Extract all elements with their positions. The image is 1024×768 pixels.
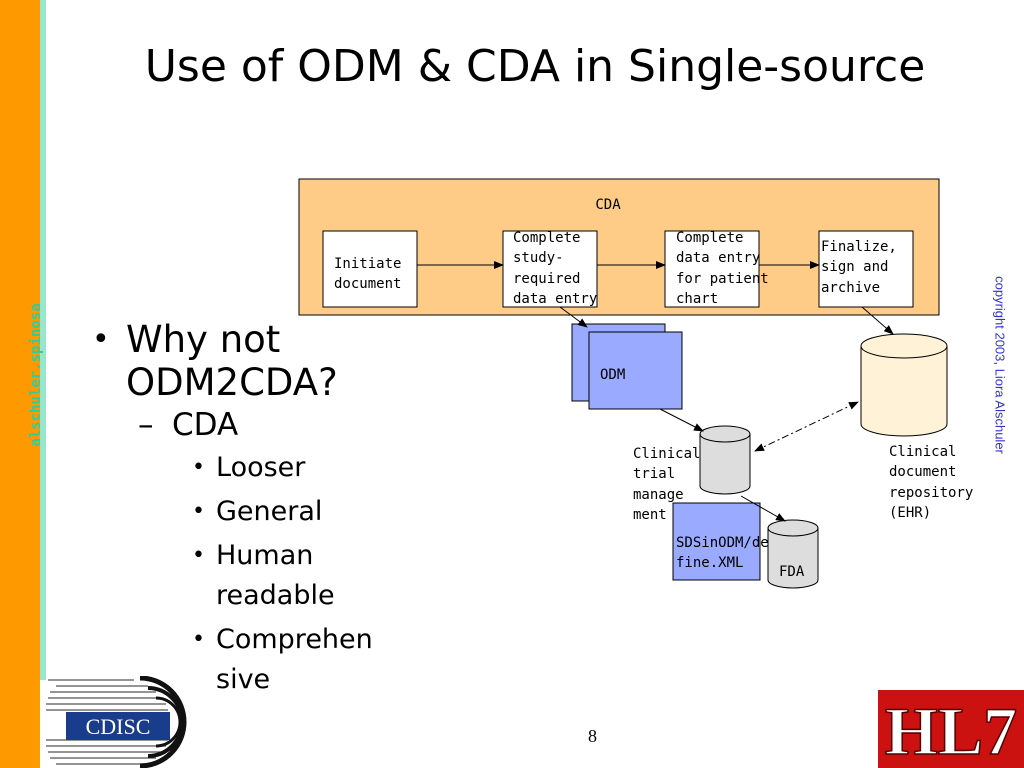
cdisc-logo: CDISC [46,676,187,768]
bullet-level3-item: • Comprehen sive [80,620,400,700]
cda-label: CDA [595,197,621,213]
repository-label: Clinical document repository (EHR) [889,444,982,521]
bullet-level3-item: • Looser [80,448,400,488]
slide-title: Use of ODM & CDA in Single-source [144,41,926,92]
bullet-dot-icon: • [192,455,205,480]
step-box-study-entry [502,230,598,308]
hl7-logo-text: HL7 [885,693,1017,768]
arrow-study-to-odm [559,306,588,328]
sds-box [672,502,761,581]
odm-box-front [588,331,683,410]
step-text-patient-entry: Complete data entry for patient chart [676,230,777,307]
clinical-trial-label: Clinical trial manage ment [633,446,709,523]
bullet-level1: • Why not ODM2CDA? [80,318,400,404]
repository-cylinder [860,333,948,437]
left-teal-stripe [40,0,46,680]
bullet-dot-icon: • [192,543,205,568]
arrow-trial-to-fda [740,495,786,522]
sds-label: SDSinODM/de fine.XML [676,535,777,571]
bullet-level3-text: Human readable [216,540,335,611]
bullet-dash-icon: – [138,407,154,443]
step-text-finalize: Finalize, sign and archive [821,239,905,296]
bullet-level3-text: Looser [216,452,306,483]
page-number: 8 [588,726,597,746]
hl7-logo: HL7 [878,690,1024,768]
step-text-study-entry: Complete study- required data entry [513,230,597,307]
bullet-dot-icon: • [92,322,110,357]
arrow-odm-to-trial [659,408,704,432]
bullet-level1-text: Why not ODM2CDA? [126,318,338,404]
cdisc-logo-text: CDISC [86,714,151,739]
bullet-list: • Why not ODM2CDA? – CDA • Looser • Gene… [80,318,400,700]
fda-cylinder [767,519,819,589]
step-box-initiate [322,230,418,308]
odm-label: ODM [600,367,625,383]
arrow-trial-repository-exchange [754,401,859,452]
bullet-level3-text: Comprehen sive [216,624,373,695]
step-box-patient-entry [664,230,760,308]
bullet-level3-text: General [216,496,323,527]
bullet-level2: – CDA [80,406,400,444]
bullet-level3-item: • General [80,492,400,532]
arrow-finalize-to-repository [861,306,894,335]
step-box-finalize [818,230,914,308]
bullet-dot-icon: • [192,499,205,524]
clinical-trial-cylinder [699,425,751,495]
fda-label: FDA [779,564,805,580]
bullet-level2-text: CDA [172,407,239,443]
step-text-initiate: Initiate document [334,256,410,292]
bullet-level3-item: • Human readable [80,536,400,616]
bullet-dot-icon: • [192,627,205,652]
left-orange-stripe [0,0,40,768]
